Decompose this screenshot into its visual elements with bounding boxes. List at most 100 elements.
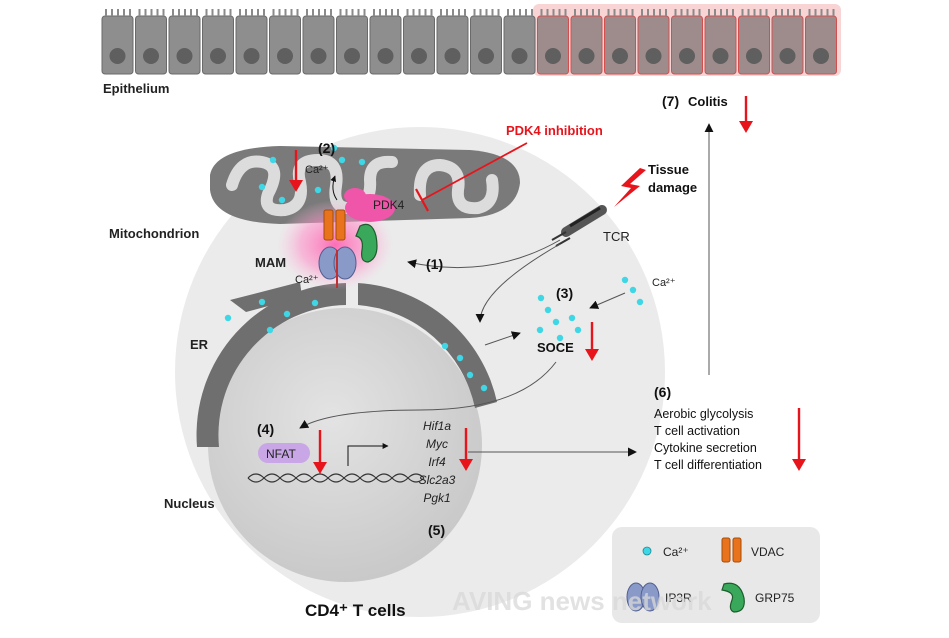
- epithelial-cell: [202, 9, 234, 75]
- calcium-ion: [556, 334, 564, 342]
- epithelial-cell: [403, 9, 435, 75]
- calcium-ion: [338, 156, 346, 164]
- calcium-ion: [358, 158, 366, 166]
- genes-down-arrowhead: [459, 459, 473, 471]
- ca-transfer-arrow: [330, 175, 338, 201]
- step-3-label: (3): [556, 285, 573, 301]
- endoplasmic-reticulum: [196, 283, 346, 447]
- transcription-arrow: [347, 443, 389, 466]
- mitochondrion-cristae-right: [413, 158, 499, 215]
- outcome-label: T cell activation: [654, 424, 740, 438]
- er-calcium: [224, 298, 488, 392]
- colitis-label: Colitis: [688, 94, 728, 109]
- step-2-down-arrowhead: [289, 180, 303, 192]
- ip3r-receptor: [318, 246, 357, 288]
- step-4-label: (4): [257, 421, 274, 437]
- nucleus-label: Nucleus: [164, 496, 215, 511]
- legend-box: [612, 527, 820, 623]
- calcium-ion: [456, 354, 464, 362]
- legend-ca-icon: [642, 546, 652, 556]
- calcium-ion: [269, 156, 277, 164]
- legend: Ca²⁺ VDAC IP3R GRP75: [612, 527, 820, 623]
- soce-down-arrowhead: [585, 349, 599, 361]
- epithelial-cell: [704, 9, 737, 75]
- calcium-ion: [621, 276, 629, 284]
- epithelial-cell: [302, 9, 335, 75]
- calcium-ion: [568, 314, 576, 322]
- epithelium-label: Epithelium: [103, 81, 169, 96]
- pdk4-protein: [344, 188, 395, 222]
- calcium-ion: [629, 286, 637, 294]
- tcr-receptor: [551, 205, 607, 247]
- calcium-ion: [330, 144, 338, 152]
- outcome-down-arrowhead: [792, 459, 806, 471]
- mitochondrial-calcium: [258, 144, 366, 204]
- gene-label: Irf4: [428, 455, 446, 469]
- ca-entry-arrow: [589, 292, 626, 309]
- step-6-label: (6): [654, 384, 671, 400]
- legend-ip3r-icon: [626, 582, 660, 612]
- pdk4-inhibition-line: [421, 142, 528, 201]
- epithelial-cell: [738, 9, 770, 75]
- calcium-ion: [224, 314, 232, 322]
- extracellular-calcium: [621, 276, 644, 306]
- calcium-ion: [574, 326, 582, 334]
- calcium-ion: [636, 298, 644, 306]
- soce-calcium: [536, 294, 582, 342]
- pdk4-label: PDK4: [373, 198, 405, 212]
- epithelial-cell: [637, 9, 670, 75]
- ca-mam-label: Ca²⁺: [295, 274, 319, 286]
- ca-extra-label: Ca²⁺: [652, 277, 676, 289]
- epithelial-cell: [537, 9, 569, 75]
- epithelial-cell: [135, 9, 167, 75]
- epithelial-cell: [671, 9, 703, 75]
- dna-strand-a: [247, 473, 425, 483]
- step-1-arrow: [407, 239, 561, 269]
- calcium-ion: [283, 310, 291, 318]
- calcium-ion: [258, 183, 266, 191]
- epithelial-cell: [336, 9, 368, 75]
- epithelial-cell: [101, 9, 134, 75]
- ca-mito-label: Ca²⁺: [305, 164, 329, 176]
- pdk4-inhibition-bar: [415, 188, 429, 212]
- gene-label: Pgk1: [423, 491, 450, 505]
- er-label: ER: [190, 337, 209, 352]
- step-7-label: (7): [662, 93, 679, 109]
- calcium-ion: [441, 342, 449, 350]
- pdk4-inhibition-label: PDK4 inhibition: [506, 123, 603, 138]
- vdac-channel: [323, 209, 346, 241]
- epithelial-cell: [235, 9, 268, 75]
- epithelial-cell: [436, 9, 469, 75]
- gene-label: Slc2a3: [419, 473, 456, 487]
- calcium-ion: [311, 299, 319, 307]
- epithelial-cell: [470, 9, 502, 75]
- gene-label: Myc: [426, 437, 448, 451]
- epithelial-cell: [369, 9, 402, 75]
- lightning-icon: [614, 168, 646, 207]
- epithelial-cells: [101, 9, 837, 75]
- legend-ip3r-label: IP3R: [665, 591, 692, 605]
- calcium-ion: [537, 294, 545, 302]
- outcome-label: Aerobic glycolysis: [654, 407, 753, 421]
- er-cisterna: [230, 282, 302, 312]
- legend-vdac-label: VDAC: [751, 545, 785, 559]
- calcium-ion: [266, 326, 274, 334]
- calcium-ion: [480, 384, 488, 392]
- step-5-label: (5): [428, 522, 445, 538]
- step-2-label: (2): [318, 140, 335, 156]
- mam-label: MAM: [255, 255, 286, 270]
- calcium-ion: [466, 371, 474, 379]
- legend-ca-label: Ca²⁺: [663, 545, 689, 559]
- nfat-down-arrowhead: [313, 462, 327, 474]
- tcr-to-soce-arrow: [475, 243, 561, 323]
- endoplasmic-reticulum-right: [358, 283, 497, 408]
- soce-label: SOCE: [537, 340, 574, 355]
- tcr-label: TCR: [603, 229, 630, 244]
- step-1-label: (1): [426, 256, 443, 272]
- dna-strand-b: [247, 473, 425, 483]
- nucleus: [208, 308, 482, 582]
- epithelial-cell: [771, 9, 804, 75]
